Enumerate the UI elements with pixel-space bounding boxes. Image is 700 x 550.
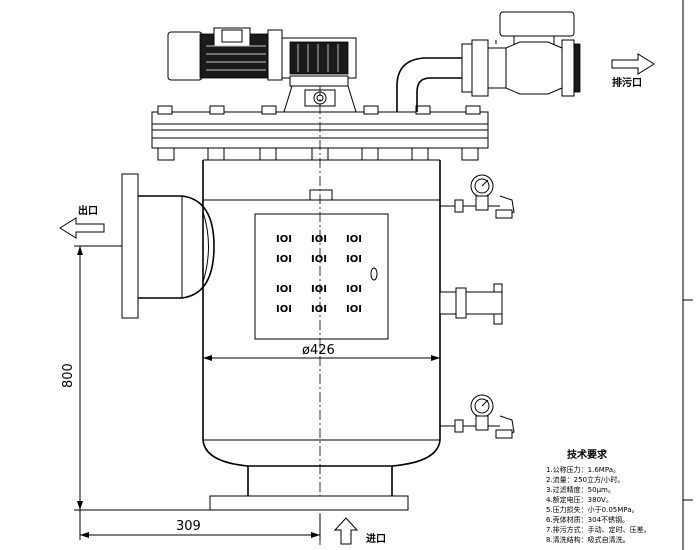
inlet-nozzle: [209, 466, 409, 511]
dimension-height: [74, 245, 210, 511]
svg-text:IOI: IOI: [311, 254, 327, 265]
svg-text:IOI: IOI: [311, 284, 327, 295]
requirement-item: 3.过滤精度：50μm。: [546, 485, 615, 494]
svg-text:IOI: IOI: [346, 304, 362, 315]
requirement-item: 7.排污方式：手动、定时、压差。: [546, 525, 651, 534]
requirement-item: 2.流量：250立方/小时。: [546, 475, 624, 484]
arrow-icon: [59, 217, 105, 239]
technical-requirements: 技术要求 1.公称压力：1.6MPa。 2.流量：250立方/小时。 3.过滤精…: [546, 448, 651, 544]
requirement-item: 1.公称压力：1.6MPa。: [546, 465, 620, 474]
svg-text:IOI: IOI: [276, 284, 292, 295]
svg-text:IOI: IOI: [311, 304, 327, 315]
svg-text:IOI: IOI: [346, 234, 362, 245]
inspection-window: IOI IOI IOI IOI IOI IOI IOI IOI IOI IOI IOI IOI: [254, 189, 389, 340]
requirements-title: 技术要求: [567, 448, 608, 461]
dimension-diameter: [203, 355, 440, 361]
svg-text:IOI: IOI: [276, 254, 292, 265]
svg-text:IOI: IOI: [276, 304, 292, 315]
drain-label: 排污口: [612, 76, 642, 89]
drain-pipe: [396, 11, 581, 112]
requirement-item: 5.压力损失：小于0.05MPa。: [546, 505, 639, 514]
pressure-gauge-icon: [440, 174, 515, 219]
outlet-nozzle: [121, 173, 215, 319]
svg-text:IOI: IOI: [346, 284, 362, 295]
requirement-item: 4.额定电压：380V。: [546, 495, 613, 504]
dimension-offset: [79, 510, 321, 540]
requirement-item: 8.清洗结构：吸式自清洗。: [546, 535, 630, 544]
arrow-icon: [611, 53, 655, 75]
flange-bolts-bottom: [157, 147, 479, 161]
arrow-icon: [333, 517, 359, 545]
svg-text:IOI: IOI: [311, 234, 327, 245]
requirement-item: 6.壳体材质：304不锈钢。: [546, 515, 629, 524]
motor-icon: [167, 27, 283, 81]
flange-bolts-top: [157, 105, 481, 115]
top-flange: [151, 105, 489, 161]
svg-text:IOI: IOI: [346, 254, 362, 265]
gearbox-icon: [281, 37, 357, 87]
diameter-dimension: ø426: [302, 343, 335, 358]
inlet-label: 进口: [366, 532, 386, 545]
height-dimension: 800: [61, 363, 76, 388]
outlet-label: 出口: [78, 204, 98, 217]
side-sensor: [439, 283, 503, 325]
svg-text:IOI: IOI: [276, 234, 292, 245]
pressure-gauge-icon: [440, 394, 515, 439]
offset-dimension: 309: [176, 519, 201, 534]
